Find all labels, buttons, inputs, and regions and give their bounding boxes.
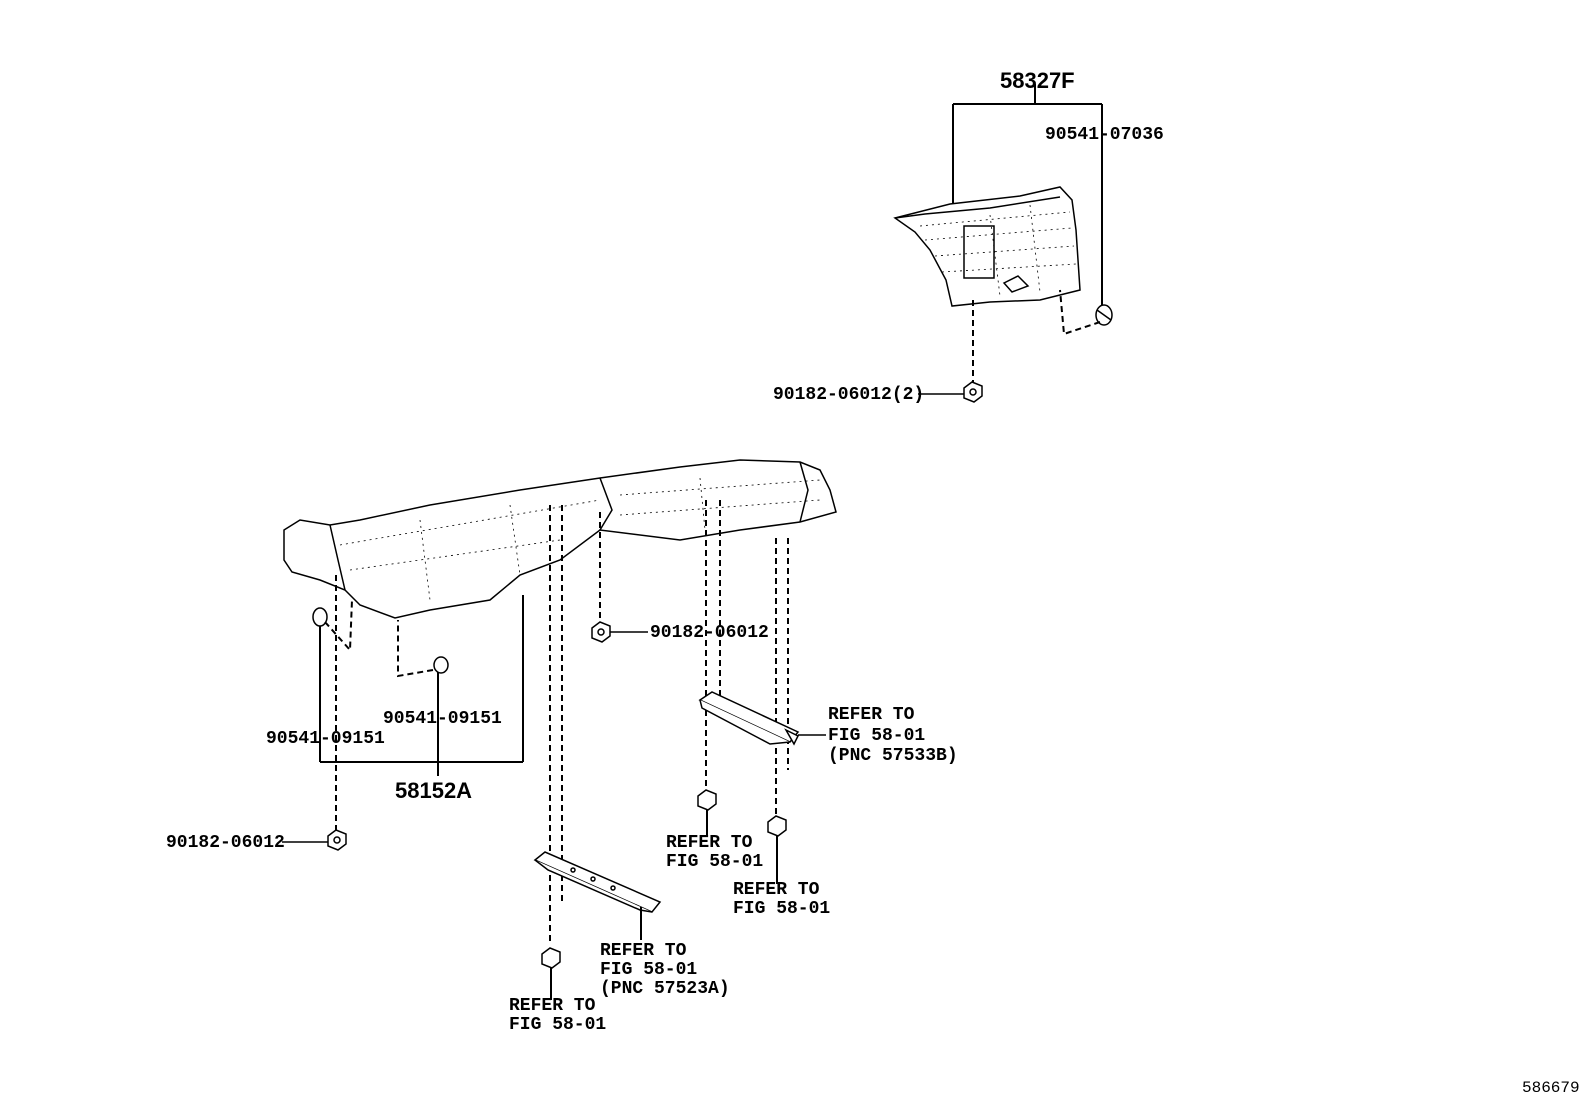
label-ref-a-1: REFER TO (600, 941, 687, 961)
clip-lower-left (312, 607, 328, 627)
nut-lower-left (327, 829, 347, 851)
nut-upper (963, 381, 983, 403)
label-ref-b-2: FIG 58-01 (828, 726, 925, 746)
clip-lower-mid (433, 656, 449, 674)
label-nut-upper: 90182-06012(2) (773, 385, 924, 405)
label-ref-bolt-right-2: FIG 58-01 (733, 899, 830, 919)
label-ref-bolt-bottom-2: FIG 58-01 (509, 1015, 606, 1035)
label-ref-bolt-mid-1: REFER TO (666, 833, 753, 853)
label-clip-lower-left: 90541-09151 (266, 729, 385, 749)
bracket-57533b (698, 691, 800, 746)
bracket-57523a (533, 851, 662, 913)
label-58327f: 58327F (1000, 68, 1075, 93)
label-ref-b-3: (PNC 57533B) (828, 746, 958, 766)
label-ref-a-3: (PNC 57523A) (600, 979, 730, 999)
bolt-right (767, 815, 787, 884)
label-nut-lower-mid: 90182-06012 (650, 623, 769, 643)
label-ref-a-2: FIG 58-01 (600, 960, 697, 980)
label-ref-bolt-right-1: REFER TO (733, 880, 820, 900)
label-58152a: 58152A (395, 778, 472, 803)
label-ref-b-1: REFER TO (828, 705, 915, 725)
heat-insulator-lower (283, 459, 837, 619)
label-ref-bolt-mid-2: FIG 58-01 (666, 852, 763, 872)
label-ref-bolt-bottom-1: REFER TO (509, 996, 596, 1016)
bolt-bottom (541, 947, 561, 1000)
clip-upper (1095, 304, 1113, 326)
label-clip-lower-mid: 90541-09151 (383, 709, 502, 729)
nut-lower-mid (591, 621, 611, 643)
label-clip-upper: 90541-07036 (1045, 125, 1164, 145)
bolt-mid (697, 789, 717, 836)
figure-number: 586679 (1522, 1079, 1580, 1097)
label-nut-lower-left: 90182-06012 (166, 833, 285, 853)
heat-insulator-upper (893, 186, 1081, 307)
